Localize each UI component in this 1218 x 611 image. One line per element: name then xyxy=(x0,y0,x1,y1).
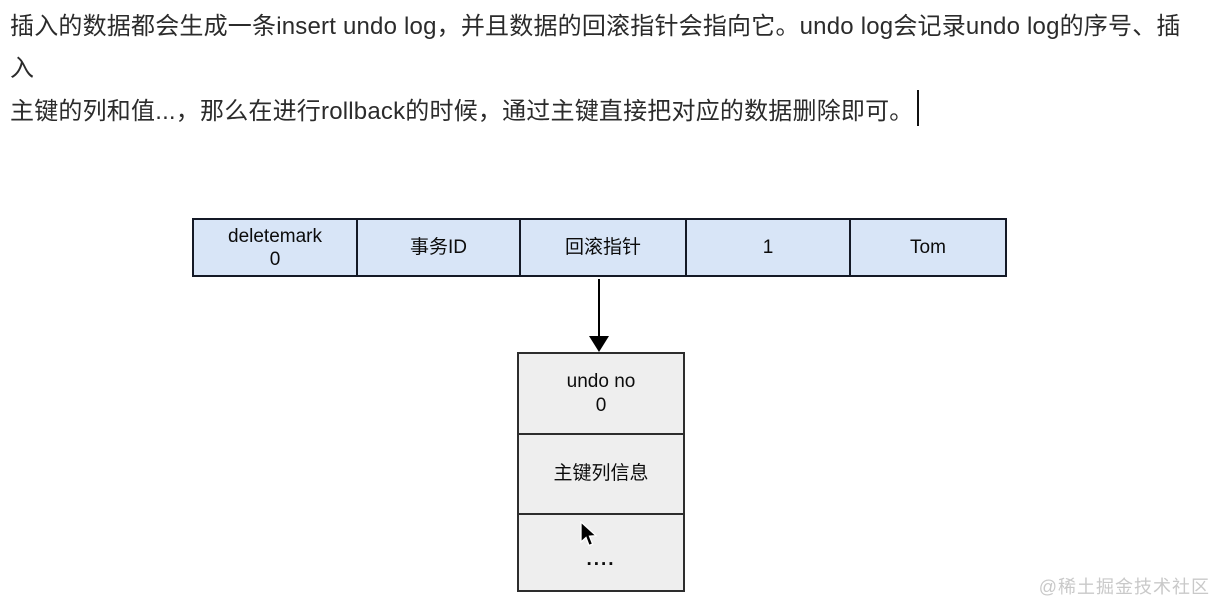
pointer-arrow-head-icon xyxy=(589,336,609,352)
document-text[interactable]: 插入的数据都会生成一条insert undo log，并且数据的回滚指针会指向它… xyxy=(10,6,1200,133)
undo-log-box: undo no 0 主键列信息 .... xyxy=(517,352,685,592)
record-row: deletemark 0 事务ID 回滚指针 1 Tom xyxy=(192,218,1007,277)
pointer-arrow-line xyxy=(598,279,600,340)
cell-rollback-pointer: 回滚指针 xyxy=(521,220,687,275)
undo-cell-undo-no: undo no 0 xyxy=(519,354,683,435)
text-caret xyxy=(916,90,919,126)
cell-transaction-id: 事务ID xyxy=(358,220,521,275)
cell-name-value: Tom xyxy=(851,220,1005,275)
cell-deletemark: deletemark 0 xyxy=(194,220,358,275)
cell-primary-key-value: 1 xyxy=(687,220,851,275)
mouse-pointer-icon xyxy=(580,521,598,547)
text-line-1: 插入的数据都会生成一条insert undo log，并且数据的回滚指针会指向它… xyxy=(10,13,1181,82)
watermark: @稀土掘金技术社区 xyxy=(1038,577,1210,597)
undo-cell-ellipsis: .... xyxy=(519,515,683,590)
undo-cell-primary-key-info: 主键列信息 xyxy=(519,435,683,515)
text-line-2: 主键的列和值...，那么在进行rollback的时候，通过主键直接把对应的数据删… xyxy=(10,90,1200,133)
